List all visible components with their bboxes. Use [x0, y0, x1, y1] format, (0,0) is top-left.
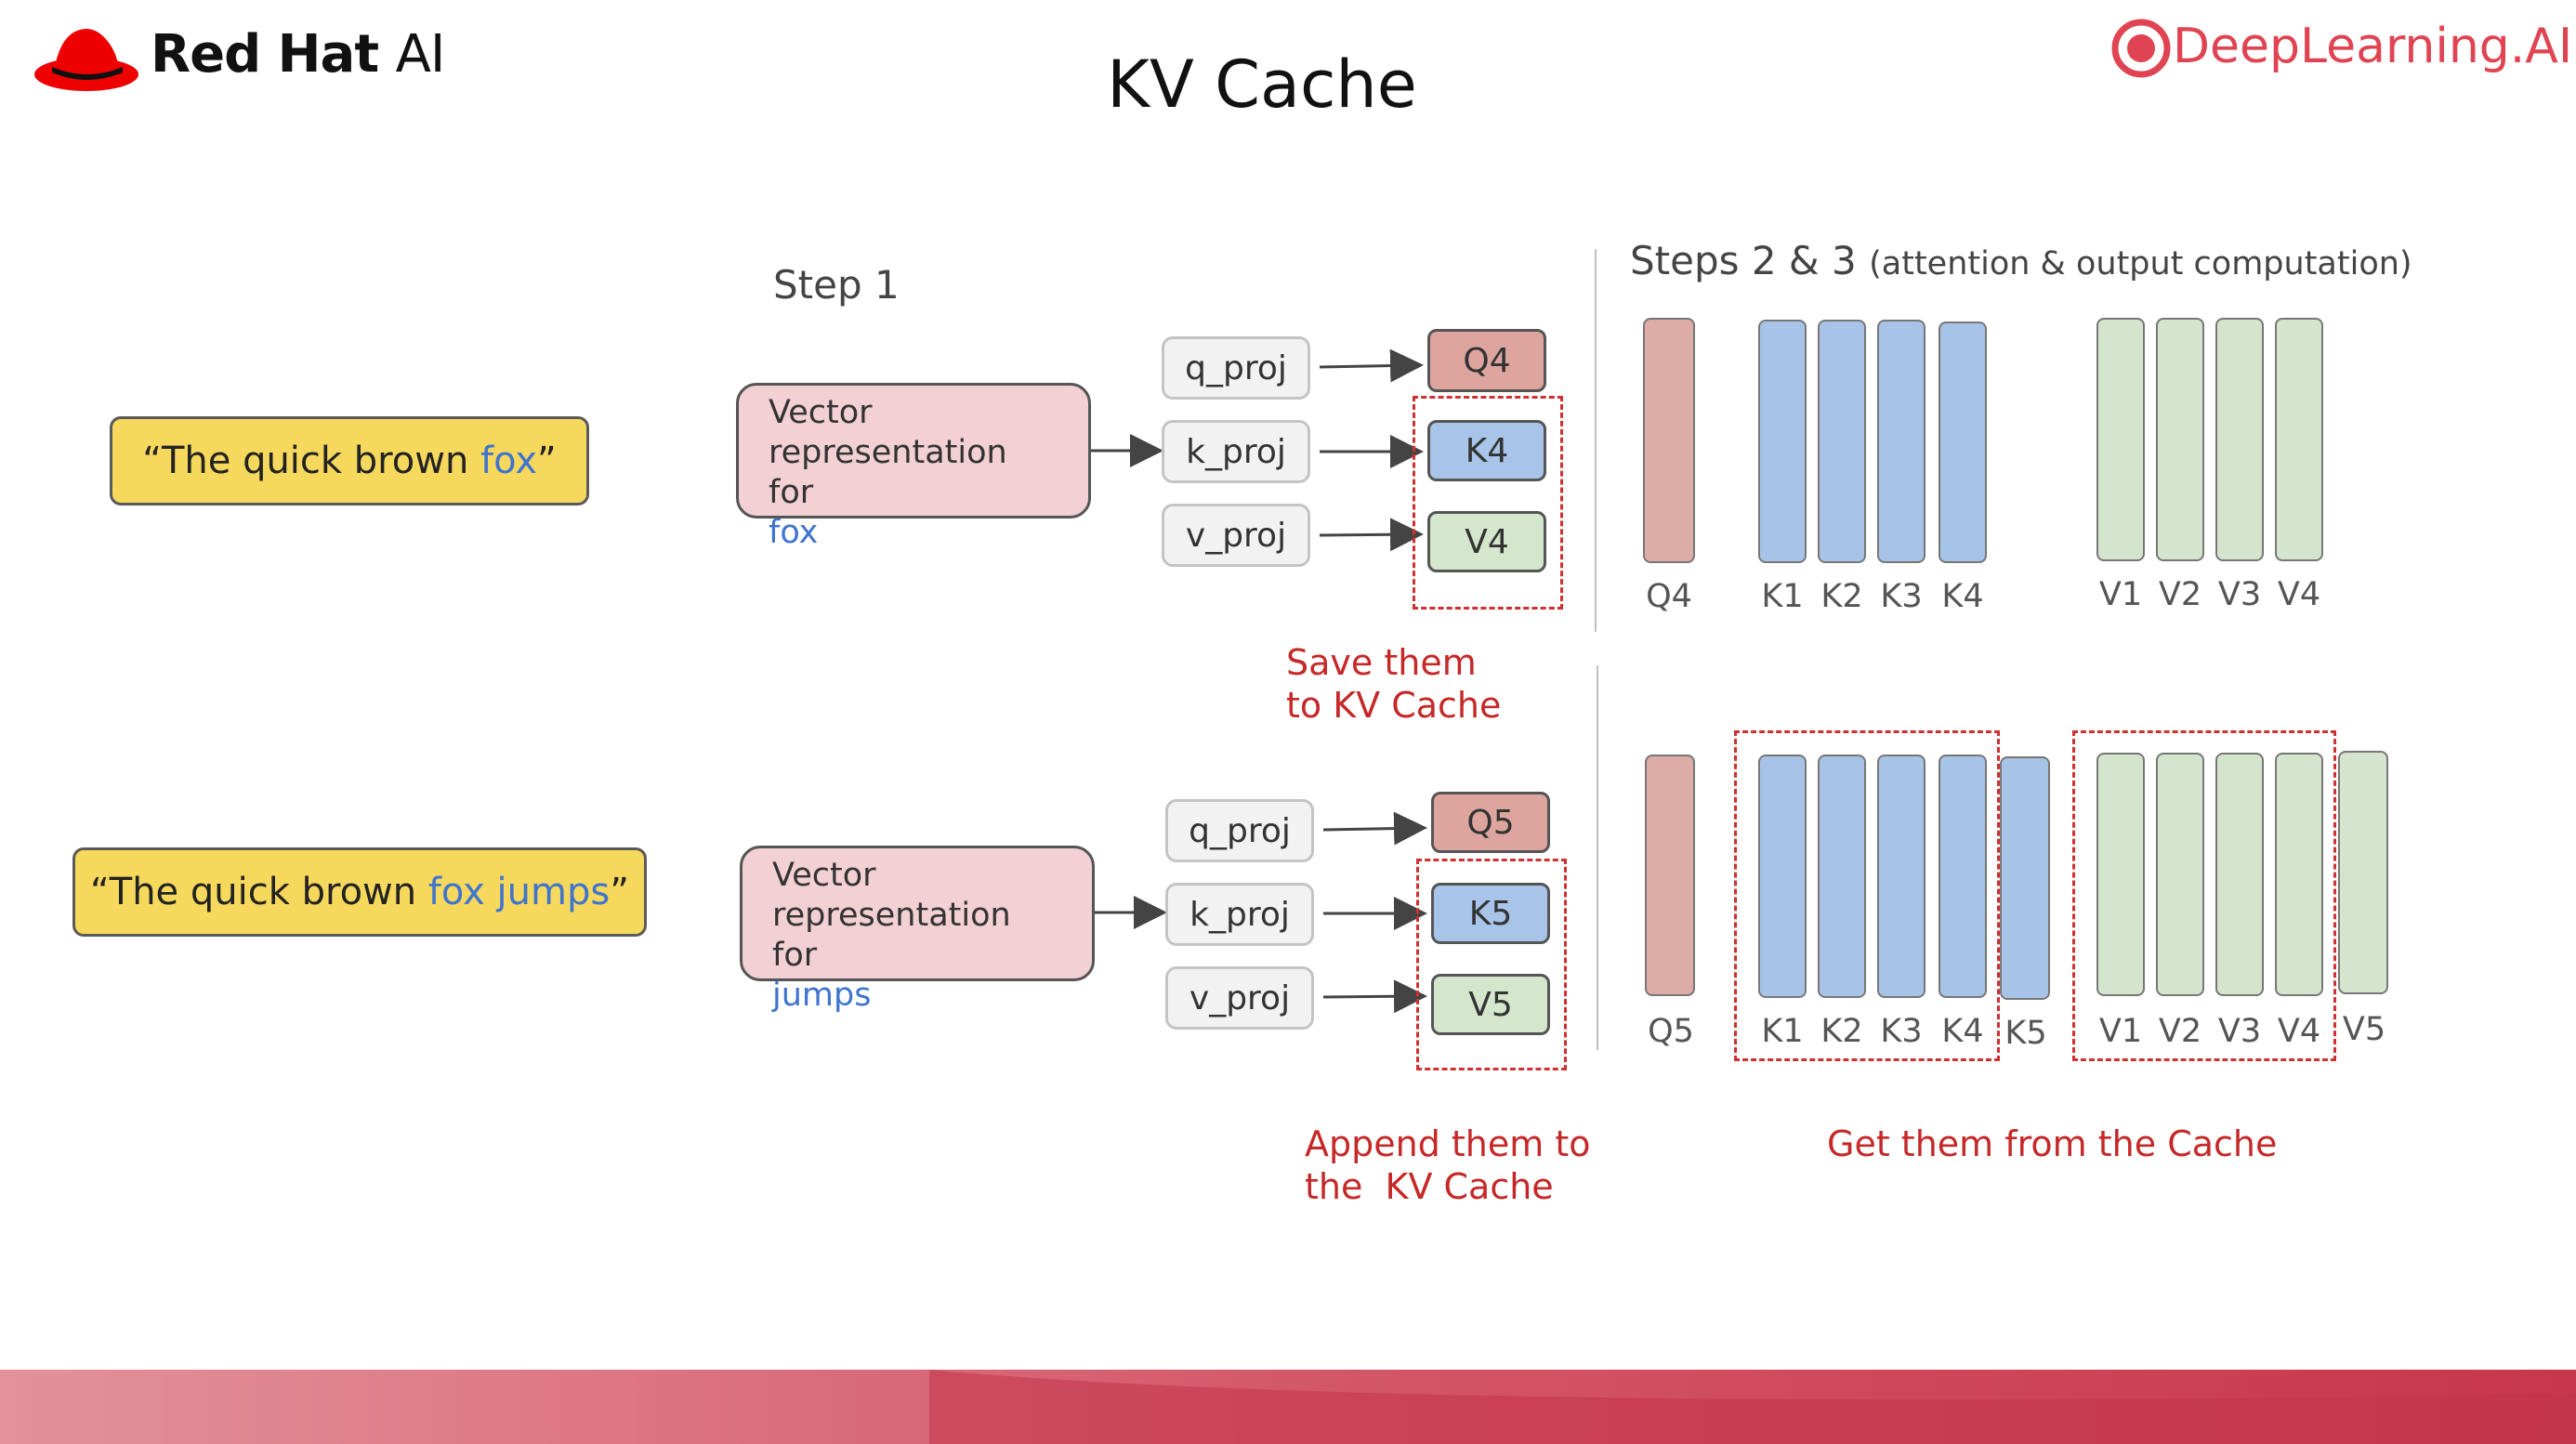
deeplearning-ai-brand: DeepLearning.AI — [2173, 19, 2573, 74]
bar-k3 — [1877, 320, 1925, 563]
save-note: Save them to KV Cache — [1286, 641, 1501, 727]
steps23-title: Steps 2 & 3 — [1630, 238, 1857, 283]
v5-output: V5 — [1431, 974, 1550, 1035]
arrow-v-row1 — [1319, 518, 1424, 552]
label-k2: K2 — [1820, 578, 1863, 615]
q5-output: Q5 — [1431, 792, 1550, 853]
append-note-line1: Append them to — [1305, 1123, 1591, 1164]
q-proj-row2: q_proj — [1165, 799, 1314, 862]
label-k1: K1 — [1761, 578, 1804, 615]
cache-note: Get them from the Cache — [1827, 1123, 2278, 1164]
ai-wordmark: AI — [395, 24, 446, 85]
v-cache-dashed-box — [2072, 730, 2336, 1061]
label-k3-cached: K3 — [1880, 1013, 1923, 1050]
bar-v5-new — [2338, 751, 2388, 994]
sentence-row2-suffix: ” — [610, 871, 629, 913]
deeplearning-logo-icon — [2111, 19, 2171, 78]
vector-row2-token: jumps — [772, 977, 872, 1014]
label-k5-new: K5 — [2004, 1015, 2047, 1052]
red-hat-ai-brand: Red Hat AI — [151, 24, 446, 85]
append-note-line2: the KV Cache — [1305, 1166, 1554, 1207]
arrow-v-row2 — [1322, 979, 1427, 1014]
arrow-q-row1 — [1319, 348, 1424, 383]
steps23-subtitle: (attention & output computation) — [1869, 245, 2412, 282]
label-k4-cached: K4 — [1941, 1013, 1984, 1050]
append-note: Append them to the KV Cache — [1305, 1122, 1591, 1208]
bar-k2 — [1818, 320, 1866, 563]
label-v3: V3 — [2217, 576, 2262, 613]
bar-k1 — [1758, 320, 1807, 563]
bar-k4-cached — [1939, 755, 1987, 998]
bar-k1-cached — [1758, 755, 1807, 998]
sentence-row1-suffix: ” — [537, 440, 557, 482]
label-k3: K3 — [1880, 578, 1923, 615]
steps23-label: Steps 2 & 3 (attention & output computat… — [1630, 238, 2412, 283]
q-proj-row1: q_proj — [1162, 336, 1310, 400]
bar-v2-cached — [2156, 753, 2204, 996]
bar-v3 — [2215, 318, 2264, 561]
bar-q4 — [1643, 318, 1695, 563]
sentence-row1: “The quick brown fox” — [110, 416, 589, 505]
bar-v2 — [2156, 318, 2204, 561]
vector-box-row2: Vector representation for jumps — [740, 846, 1095, 1014]
label-k1-cached: K1 — [1761, 1013, 1804, 1050]
vector-row2-text: Vector representation for — [772, 857, 1032, 974]
label-v3-cached: V3 — [2217, 1013, 2262, 1050]
vector-row1-text: Vector representation for — [769, 394, 1028, 511]
sentence-row1-highlight: fox — [480, 440, 538, 482]
k-cache-dashed-box — [1734, 730, 2000, 1061]
step1-label: Step 1 — [773, 262, 900, 308]
label-v5-new: V5 — [2342, 1011, 2386, 1048]
bar-k3-cached — [1877, 755, 1925, 998]
vector-box-row1: Vector representation for fox — [736, 383, 1091, 551]
bar-v4 — [2275, 318, 2323, 561]
label-v1: V1 — [2098, 576, 2143, 613]
bar-k5-new — [2000, 756, 2050, 1000]
q4-output: Q4 — [1427, 329, 1546, 392]
v4-output: V4 — [1427, 511, 1546, 572]
v-proj-row2: v_proj — [1165, 966, 1314, 1030]
bar-v1-cached — [2096, 753, 2145, 996]
save-cache-dashed-box — [1413, 396, 1563, 610]
red-hat-wordmark: Red Hat — [151, 24, 379, 85]
sentence-row2-prefix: “The quick brown — [90, 871, 428, 913]
v-proj-row1: v_proj — [1162, 504, 1310, 567]
bar-q5 — [1645, 755, 1695, 996]
arrow-q-row2 — [1322, 811, 1427, 846]
bar-k4 — [1939, 322, 1987, 563]
k4-output: K4 — [1427, 420, 1546, 481]
label-v4: V4 — [2277, 576, 2321, 613]
sentence-row1-prefix: “The quick brown — [142, 440, 481, 482]
bar-v1 — [2096, 318, 2145, 561]
bar-k2-cached — [1818, 755, 1866, 998]
label-v2: V2 — [2158, 576, 2202, 613]
label-v1-cached: V1 — [2098, 1013, 2143, 1050]
label-k4: K4 — [1941, 578, 1984, 615]
k-proj-row1: k_proj — [1162, 420, 1310, 483]
sentence-row2-highlight: fox jumps — [427, 871, 611, 913]
append-cache-dashed-box — [1416, 859, 1567, 1070]
k-proj-row2: k_proj — [1165, 883, 1314, 946]
label-q4: Q4 — [1646, 578, 1692, 615]
k5-output: K5 — [1431, 883, 1550, 944]
separator-top — [1595, 249, 1597, 632]
label-v2-cached: V2 — [2158, 1013, 2202, 1050]
label-q5: Q5 — [1648, 1013, 1694, 1050]
separator-bottom — [1597, 665, 1598, 1050]
label-k2-cached: K2 — [1820, 1013, 1863, 1050]
red-hat-logo-icon — [34, 29, 138, 91]
save-note-line1: Save them — [1286, 642, 1477, 683]
bar-v4-cached — [2275, 753, 2323, 996]
slide-title: KV Cache — [1107, 46, 1417, 123]
bar-v3-cached — [2215, 753, 2264, 996]
save-note-line2: to KV Cache — [1286, 685, 1502, 726]
label-v4-cached: V4 — [2277, 1013, 2321, 1050]
vector-row1-token: fox — [769, 514, 819, 551]
sentence-row2: “The quick brown fox jumps” — [72, 847, 647, 937]
bottom-wave-decoration — [0, 1370, 2576, 1444]
